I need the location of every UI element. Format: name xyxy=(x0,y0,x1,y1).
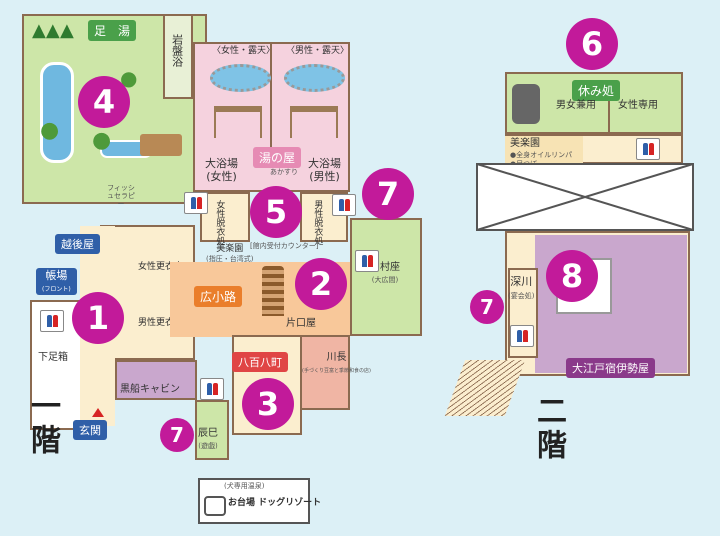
restroom-icon xyxy=(332,194,356,216)
male-changing-label: 男性更衣室 xyxy=(138,318,184,328)
biyoen-floor2-label: 美楽園 xyxy=(510,138,540,149)
tree-icon: ▲ xyxy=(60,20,74,41)
tree-icon: ● xyxy=(92,128,112,153)
kurofune-label: 黒船キャビン xyxy=(120,384,180,395)
kawacho-room[interactable] xyxy=(300,335,350,410)
kurofune-room[interactable] xyxy=(115,360,197,400)
floor2-label: 二階 xyxy=(531,395,566,463)
tower-icon xyxy=(262,266,284,316)
kawacho-label: 川長(手づくり豆富と季節和食の店) xyxy=(302,352,371,374)
hirokoji-sign[interactable]: 広小路 xyxy=(194,286,243,307)
pavilion-icon xyxy=(214,106,262,138)
restroom-icon xyxy=(184,192,208,214)
happyakuyacho-sign[interactable]: 八百八町 xyxy=(232,352,288,372)
restroom-icon xyxy=(355,250,379,272)
undress-male-label: 男性脱衣処 xyxy=(312,200,323,245)
yasumidokoro-sign: 休み処 xyxy=(572,80,621,101)
chouba-sign: 帳場(フロント) xyxy=(36,268,77,296)
fukagawa-label: 深川(宴会処) xyxy=(508,275,535,300)
female-changing-label: 女性更衣室 xyxy=(138,262,184,272)
tree-icon: ● xyxy=(40,118,60,143)
hot-spring-pool xyxy=(284,64,345,92)
marker-8[interactable]: 8 xyxy=(546,250,598,302)
floor1-label: 一階 xyxy=(25,390,60,458)
fish-therapy-label: フィッシュセラピー xyxy=(107,184,135,209)
marker-5[interactable]: 5 xyxy=(250,186,302,238)
biyoen-item: ●全身オイルリンパ xyxy=(510,151,573,159)
restroom-icon xyxy=(636,138,660,160)
pavilion-icon xyxy=(290,106,338,138)
marker-3[interactable]: 3 xyxy=(242,378,294,430)
ganbanyoku-room[interactable] xyxy=(163,14,193,99)
ganbanyoku-label: 岩盤浴 xyxy=(170,34,184,67)
koshiya-sign: 越後屋 xyxy=(55,234,100,254)
shimogeshoko-label: 下足箱 xyxy=(38,352,68,363)
massage-chair-icon xyxy=(512,84,540,124)
tatsumi-label: 辰巳(遊戯) xyxy=(198,428,218,450)
dog-name-label: お台場 ドッグリゾート xyxy=(228,498,322,508)
bath-male-label: 大浴場(男性) xyxy=(308,157,341,183)
open-air-divider xyxy=(270,42,272,152)
mixed-label: 男女兼用 xyxy=(556,100,596,111)
marker-7-floor2[interactable]: 7 xyxy=(470,290,504,324)
marker-7-small[interactable]: 7 xyxy=(160,418,194,452)
reception-counter-label: [館内受付カウンター] xyxy=(250,242,319,250)
open-void xyxy=(476,163,694,231)
open-air-male-label: 〈男性・露天〉 xyxy=(286,46,350,56)
bridge xyxy=(140,134,182,156)
open-air-female-label: 〈女性・露天〉 xyxy=(212,46,276,56)
akasuri-label: あかすり xyxy=(270,168,298,176)
women-only-label: 女性専用 xyxy=(618,100,658,111)
bath-female-label: 大浴場(女性) xyxy=(205,157,238,183)
genkan-sign[interactable]: 玄関 xyxy=(73,420,107,440)
yasumidokoro-divider xyxy=(608,94,610,134)
dog-icon xyxy=(204,496,226,516)
biyoen-label: 美楽園(指圧・台湾式) xyxy=(206,244,254,264)
dog-resort-box[interactable] xyxy=(198,478,310,524)
kataguchiya-label[interactable]: 片口屋 xyxy=(286,318,316,329)
marker-6[interactable]: 6 xyxy=(566,18,618,70)
tree-icon: ● xyxy=(120,66,138,90)
oedo-sign[interactable]: 大江戸宿伊勢屋 xyxy=(566,358,655,378)
pond xyxy=(40,62,74,163)
restroom-icon xyxy=(510,325,534,347)
dog-title-label: (犬専用温泉) xyxy=(224,482,265,490)
marker-4[interactable]: 4 xyxy=(78,76,130,128)
ashiyu-sign: 足 湯 xyxy=(88,20,137,41)
marker-1[interactable]: 1 xyxy=(72,292,124,344)
tree-icon: ▲▲ xyxy=(32,20,60,41)
yunoya-sign: 湯の屋 xyxy=(253,147,302,168)
staircase xyxy=(444,360,526,416)
marker-2[interactable]: 2 xyxy=(295,258,347,310)
entrance-arrow-icon xyxy=(92,408,104,417)
restroom-icon xyxy=(40,310,64,332)
undress-female-label: 女性脱衣処 xyxy=(214,200,225,245)
restroom-icon xyxy=(200,378,224,400)
marker-7[interactable]: 7 xyxy=(362,168,414,220)
undress-female-room[interactable] xyxy=(200,192,250,242)
tatsumi-room[interactable] xyxy=(195,400,229,460)
hot-spring-pool xyxy=(210,64,271,92)
nakamuraza-room[interactable] xyxy=(350,218,422,336)
nakamuraza-label: 中村座(大広間) xyxy=(370,262,400,284)
